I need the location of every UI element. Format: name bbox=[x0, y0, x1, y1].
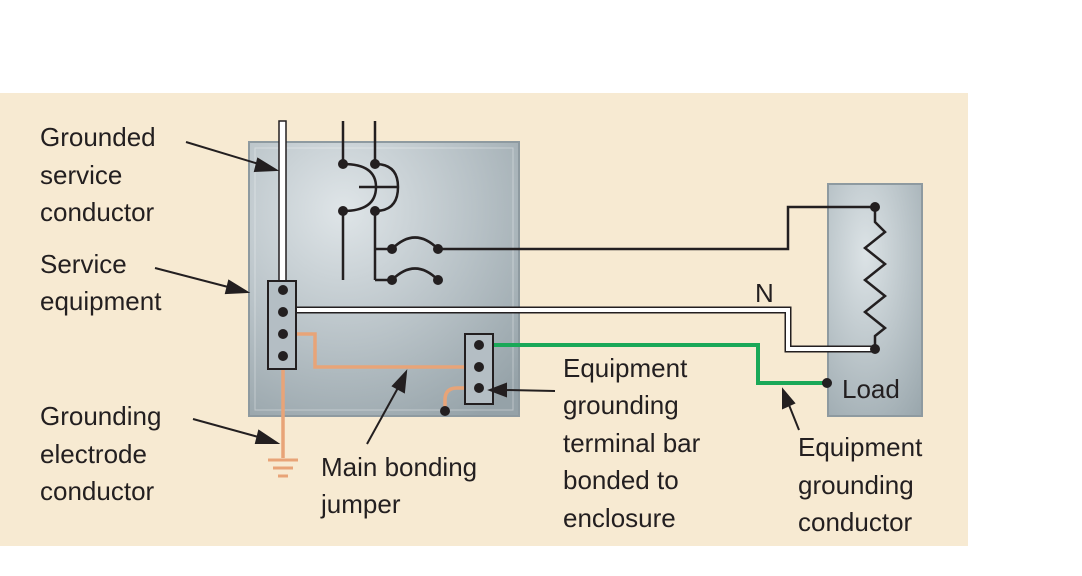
label-service-equipment: Service equipment bbox=[40, 249, 162, 316]
load-terminal-bottom bbox=[870, 344, 880, 354]
label-grounding-electrode-conductor: Grounding electrode conductor bbox=[40, 401, 169, 506]
neutral-bar bbox=[267, 280, 297, 370]
label-load: Load bbox=[842, 374, 900, 404]
label-equipment-grounding-terminal-bar: Equipment grounding terminal bar bonded … bbox=[563, 353, 708, 533]
ungrounded-conductor bbox=[438, 205, 875, 251]
load-ground-terminal bbox=[822, 378, 832, 388]
main-bonding-jumper-wire bbox=[283, 332, 478, 369]
load-resistor bbox=[862, 207, 888, 349]
enclosure-bond-wire bbox=[443, 386, 478, 411]
enclosure-bond-point bbox=[440, 406, 450, 416]
equipment-grounding-terminal-bar bbox=[464, 333, 494, 405]
leader-arrows bbox=[154, 141, 800, 445]
equipment-grounding-conductor-wire bbox=[478, 343, 827, 385]
grounded-service-conductor-wire bbox=[278, 120, 287, 291]
label-grounded-service-conductor: Grounded service conductor bbox=[40, 122, 163, 227]
label-equipment-grounding-conductor: Equipment grounding conductor bbox=[798, 432, 930, 537]
ground-symbol-icon bbox=[268, 458, 298, 478]
label-main-bonding-jumper: Main bonding jumper bbox=[320, 452, 484, 519]
load-terminal-top bbox=[870, 202, 880, 212]
label-neutral: N bbox=[755, 278, 774, 308]
